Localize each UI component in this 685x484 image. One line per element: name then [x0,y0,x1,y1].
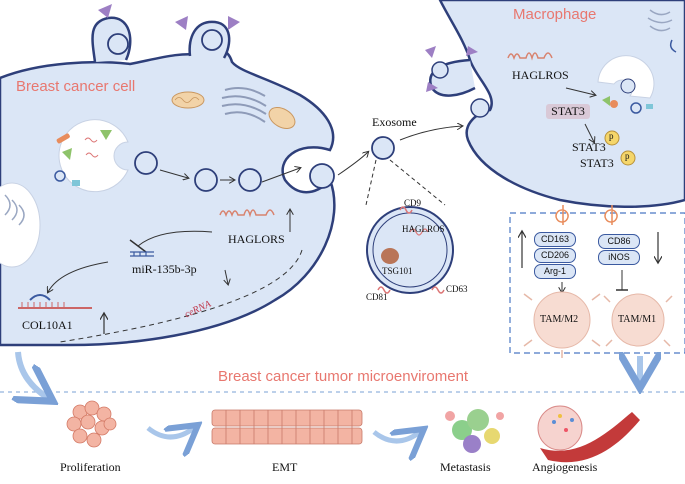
haglros-exosome-label: HAGLROS [402,224,445,234]
stat3-phospho-label: STAT3 [580,156,614,170]
metastasis-cells [445,409,504,453]
exosome-zoom [366,206,454,294]
inos-marker: iNOS [598,250,640,265]
angiogenesis-vessel [537,405,640,463]
multivesicular-body [58,119,129,193]
haglors-label: HAGLORS [228,232,285,246]
cd163-marker: CD163 [534,232,576,247]
cd81-label: CD81 [366,292,388,302]
mvb-cargo [54,130,112,186]
exosome-free [371,136,395,160]
arg1-marker: Arg-1 [534,264,576,279]
col10a1-gene [18,294,92,309]
emt-label: EMT [272,460,298,474]
haglros-macrophage-label: HAGLROS [512,68,569,82]
mitochondrion [268,107,296,129]
stat3-box: STAT3 [546,104,590,119]
exosome-label: Exosome [372,115,417,129]
tam-m2-cell [523,291,601,358]
tam-m2-label: TAM/M2 [540,314,579,325]
emt-cells [211,409,363,445]
phospho-p [620,150,636,166]
tam-m1-label: TAM/M1 [618,314,657,325]
tam-polarization-box [509,212,685,354]
mir-135b-3p-label: miR-135b-3p [132,262,197,276]
tam-m1-cell [603,293,673,347]
phospho-label: p [625,151,630,161]
breast-cancer-cell-label: Breast cancer cell [16,78,136,95]
cd63-label: CD63 [446,284,468,294]
receptor-triangle [228,16,240,30]
cd206-marker: CD206 [534,248,576,263]
tsg101-protein [381,248,399,264]
proliferation-label: Proliferation [60,460,121,474]
mir-hairpin [130,251,154,257]
proliferation-cluster [66,400,117,448]
golgi-stack [221,87,267,123]
haglors-rna [219,209,275,218]
macrophage-label: Macrophage [513,6,597,23]
phospho-p [604,130,620,146]
receptor-triangle [175,16,188,30]
cd86-marker: CD86 [598,234,640,249]
receptor-triangle [98,4,112,18]
col10a1-label: COL10A1 [22,318,73,332]
phospho-label: p [609,131,614,141]
stat3-phospho-label: STAT3 [572,140,606,154]
tme-title: Breast cancer tumor microenviroment [218,368,469,385]
budding-exosome [309,163,335,189]
haglros-rna-mac [507,52,553,61]
cd9-label: CD9 [404,198,422,208]
angiogenesis-label: Angiogenesis [532,460,598,474]
mitochondrion [171,91,205,109]
tsg101-label: TSG101 [382,266,413,276]
metastasis-label: Metastasis [440,460,491,474]
exosome-vesicles [107,29,262,192]
